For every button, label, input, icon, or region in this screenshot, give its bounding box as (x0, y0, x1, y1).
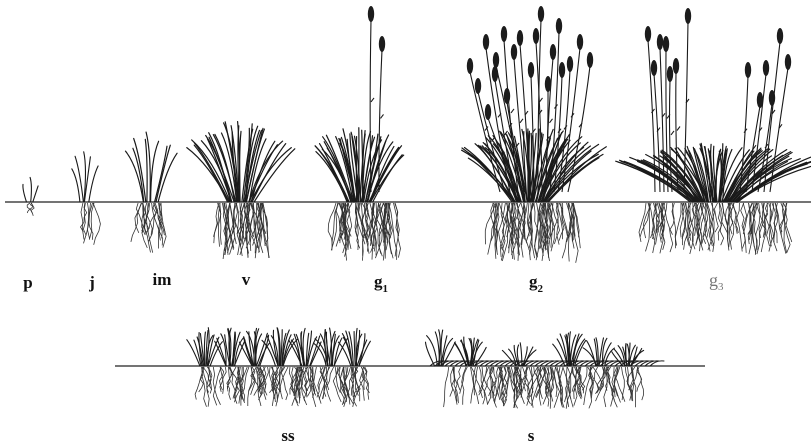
plant-g2 (462, 6, 607, 263)
label-g2-sub: 2 (538, 283, 544, 295)
label-j: j (88, 273, 95, 292)
label-g3-sub: 3 (718, 281, 724, 293)
plant-im (126, 132, 178, 253)
plant-p (23, 177, 38, 215)
plant-g3 (616, 8, 811, 255)
label-g3-main: g (709, 270, 718, 290)
label-g1: g1 (374, 272, 388, 295)
plant-v (187, 122, 295, 259)
plant-s (426, 330, 665, 409)
plant-ss (187, 328, 371, 407)
label-ss: ss (281, 426, 295, 442)
plant-g1 (315, 6, 404, 261)
label-p: p (23, 273, 32, 292)
label-g1-sub: 1 (383, 283, 389, 295)
label-im: im (153, 270, 172, 289)
label-v: v (242, 270, 251, 289)
label-g2: g2 (529, 272, 544, 295)
plant-j (72, 152, 101, 245)
label-s: s (528, 426, 535, 442)
label-g3: g3 (709, 270, 724, 293)
